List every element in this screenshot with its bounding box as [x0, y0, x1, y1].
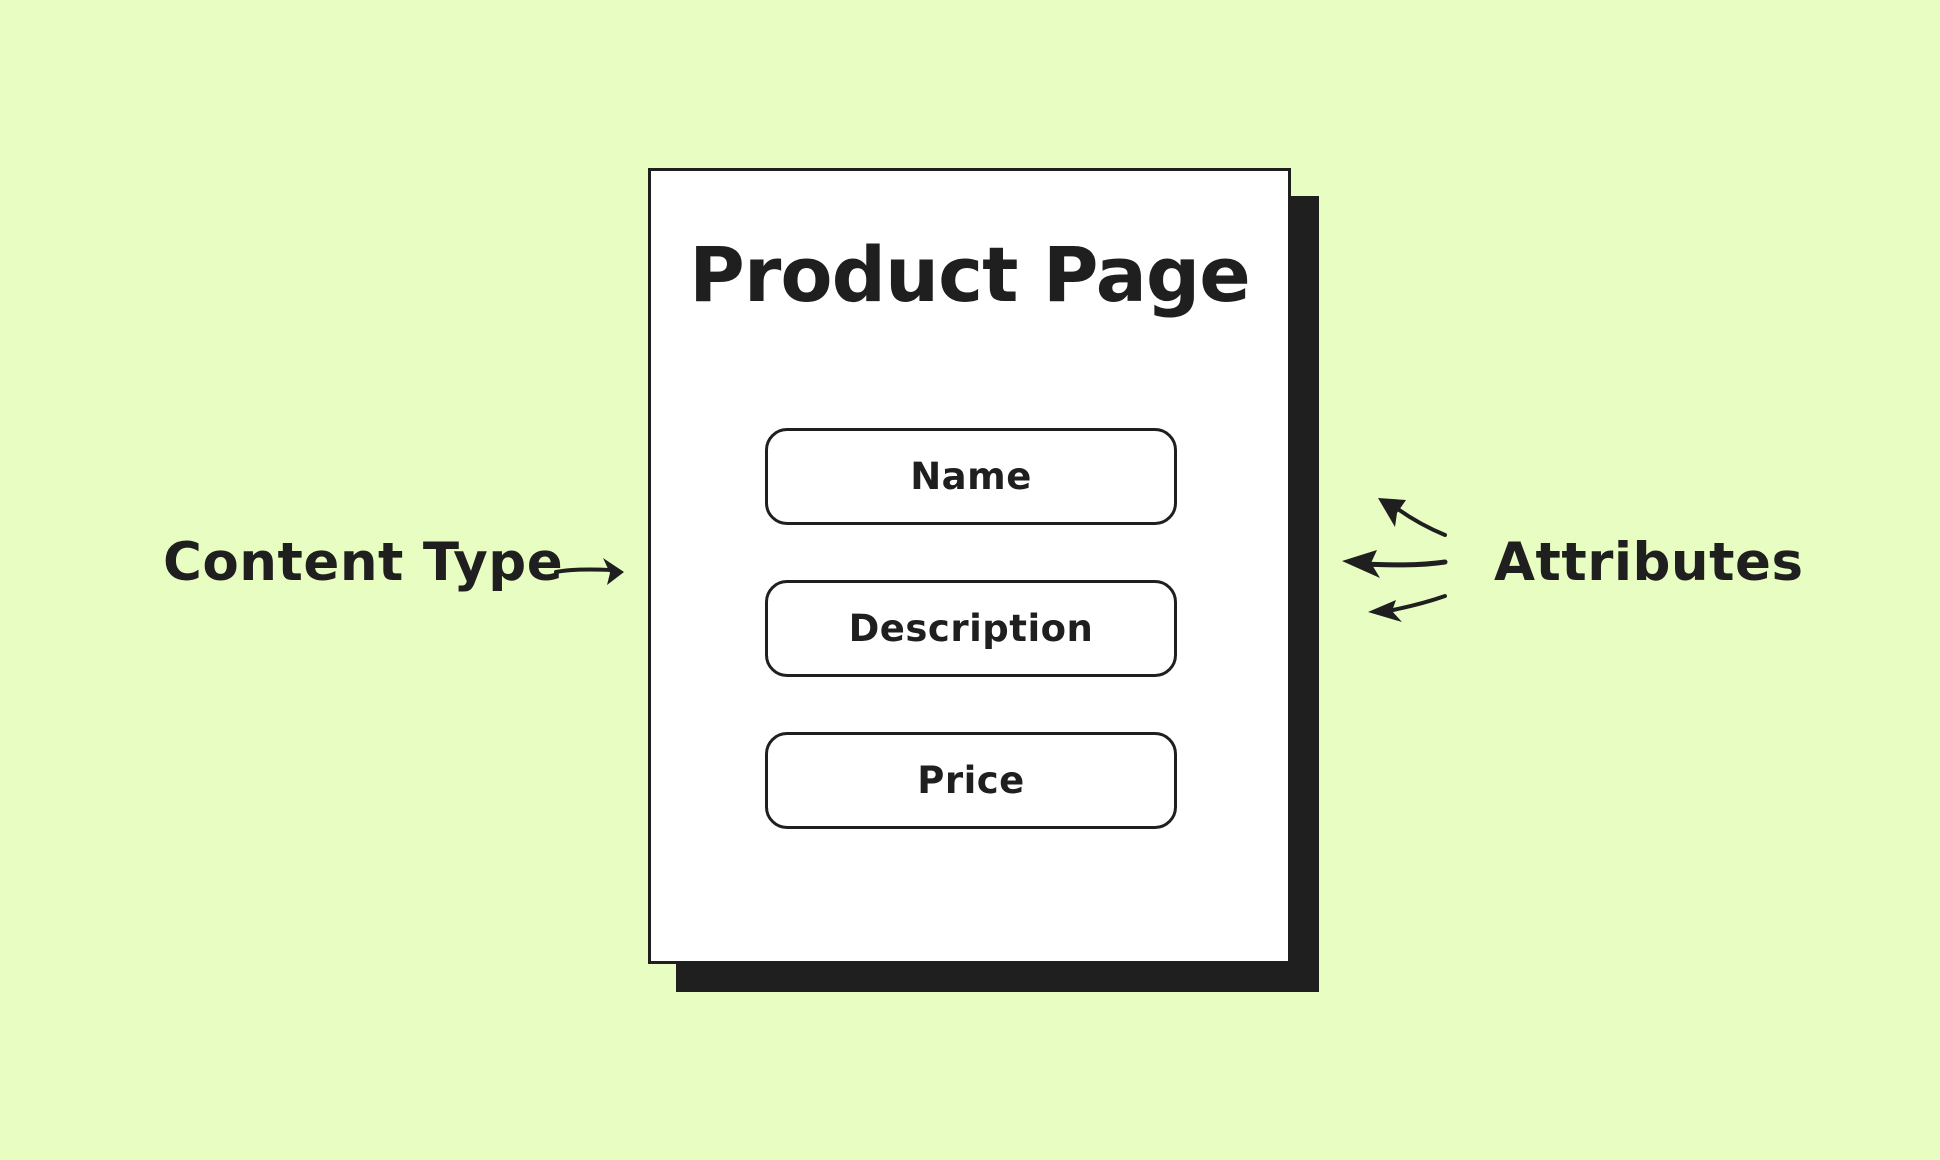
page-title: Product Page [689, 230, 1251, 319]
attribute-arrow-upper-icon [1378, 498, 1447, 537]
content-type-arrow-icon [554, 558, 624, 585]
attributes-label: Attributes [1494, 532, 1804, 593]
product-page-card: Product Page Name Description Price [648, 168, 1291, 964]
attribute-arrow-lower-icon [1368, 594, 1447, 622]
attribute-arrow-middle-icon [1342, 550, 1448, 578]
name-field-box: Name [765, 428, 1177, 525]
price-field-box: Price [765, 732, 1177, 829]
description-field-label: Description [848, 607, 1094, 650]
description-field-box: Description [765, 580, 1177, 677]
price-field-label: Price [917, 759, 1025, 802]
name-field-label: Name [910, 455, 1032, 498]
content-type-label: Content Type [163, 532, 564, 593]
